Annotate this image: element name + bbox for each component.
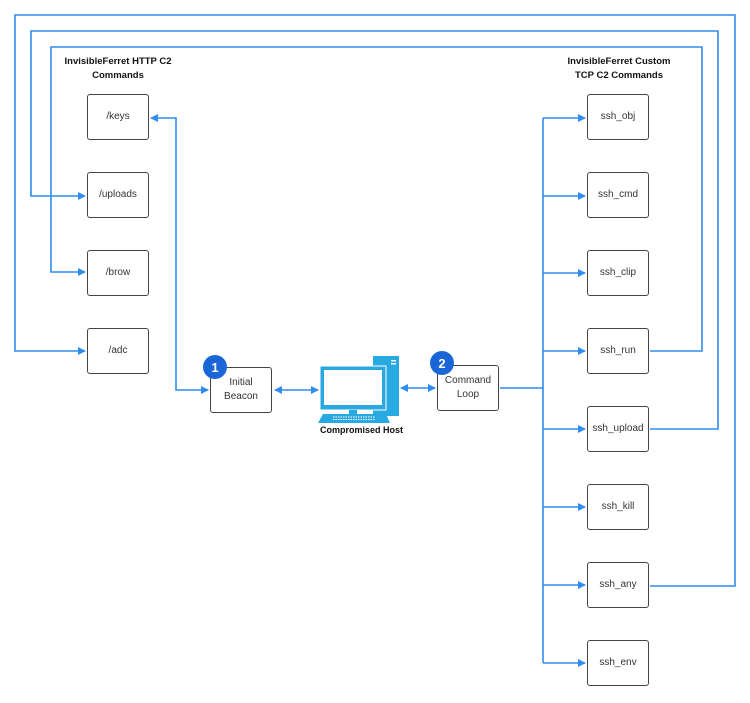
tcp-command-ssh-env: ssh_env bbox=[587, 640, 649, 686]
command-loop-box: Command Loop bbox=[437, 365, 499, 411]
http-command-adc: /adc bbox=[87, 328, 149, 374]
tcp-command-ssh-upload: ssh_upload bbox=[587, 406, 649, 452]
http-c2-header: InvisibleFerret HTTP C2 Commands bbox=[64, 56, 172, 81]
tcp-command-ssh-cmd: ssh_cmd bbox=[587, 172, 649, 218]
line-ssh-run-to-brow bbox=[50, 46, 703, 352]
step-2-badge: 2 bbox=[430, 351, 454, 375]
http-command-keys: /keys bbox=[87, 94, 149, 140]
step-1-badge: 1 bbox=[203, 355, 227, 379]
line-ssh-upload-to-uploads bbox=[30, 30, 719, 430]
tcp-command-ssh-kill: ssh_kill bbox=[587, 484, 649, 530]
line-ssh-any-to-adc bbox=[14, 14, 736, 587]
tcp-command-ssh-run: ssh_run bbox=[587, 328, 649, 374]
tcp-command-ssh-any: ssh_any bbox=[587, 562, 649, 608]
tcp-c2-header: InvisibleFerret Custom TCP C2 Commands bbox=[567, 56, 671, 81]
tcp-command-ssh-clip: ssh_clip bbox=[587, 250, 649, 296]
line-keys-beacon bbox=[150, 114, 209, 394]
compromised-host-label: Compromised Host bbox=[320, 425, 404, 435]
http-command-uploads: /uploads bbox=[87, 172, 149, 218]
computer-icon bbox=[318, 356, 399, 423]
tcp-command-ssh-obj: ssh_obj bbox=[587, 94, 649, 140]
http-command-brow: /brow bbox=[87, 250, 149, 296]
